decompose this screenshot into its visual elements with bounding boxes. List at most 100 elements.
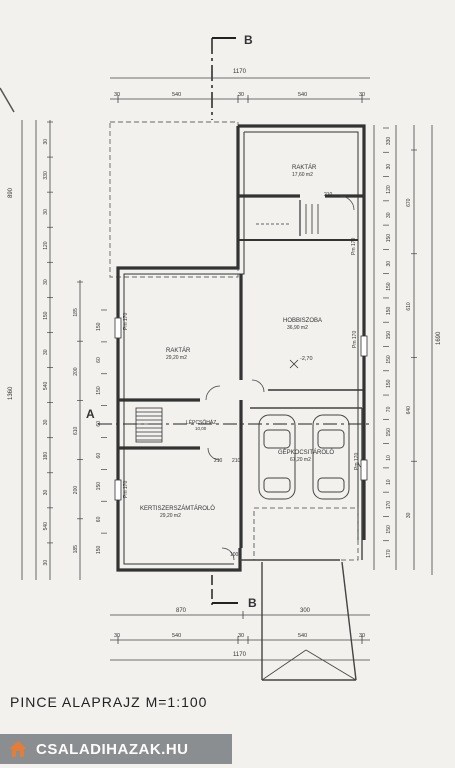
dim-left-col1-7: 540	[43, 382, 49, 391]
dim-left-sill-0: 150	[96, 322, 102, 331]
pm-label-3: Pm 170	[354, 453, 360, 470]
dim-right-col2-0: 670	[406, 198, 412, 207]
dim-right-col1-2: 120	[386, 185, 392, 194]
dim-left-sill-5: 150	[96, 482, 102, 491]
dim-left-outer-a: 890	[8, 187, 14, 198]
section-b-label-bottom: B	[248, 596, 257, 610]
dim-top-part-0: 30	[114, 92, 120, 98]
dim-bottom-part-1: 540	[172, 633, 181, 639]
dim-left-col1-12: 30	[43, 560, 49, 566]
dim-bottom-a: 870	[176, 608, 187, 614]
pm-label-1: Pm 170	[123, 481, 129, 498]
dim-top-part-2: 30	[238, 92, 244, 98]
dim-right-col1-17: 170	[386, 549, 392, 558]
house-logo-icon	[8, 739, 28, 759]
room-area-0: 17,60 m2	[292, 172, 313, 178]
dim-left-col1-0: 30	[43, 139, 49, 145]
dim-right-col2-3: 30	[406, 512, 412, 518]
dim-bottom-part-2: 30	[238, 633, 244, 639]
dim-right-col1-0: 330	[386, 137, 392, 146]
dim-right-col1-11: 70	[386, 406, 392, 412]
door-mark-2: 100	[230, 552, 239, 558]
walls	[116, 124, 366, 572]
dim-top-part-1: 540	[172, 92, 181, 98]
door-swings	[205, 195, 367, 561]
dim-right-col2-2: 640	[406, 406, 412, 415]
dim-left-col2-1: 200	[73, 367, 79, 376]
dim-left-sill-1: 60	[96, 357, 102, 363]
dim-right-col1-15: 170	[386, 501, 392, 510]
dim-right-outer: 1690	[436, 331, 442, 345]
dim-bottom-part-0: 30	[114, 633, 120, 639]
dim-right-col1-10: 150	[386, 379, 392, 388]
dim-right-col1-6: 150	[386, 282, 392, 291]
room-area-3: 10,00	[195, 426, 207, 431]
dim-right-col1-8: 150	[386, 331, 392, 340]
dim-top-total: 1170	[233, 69, 247, 75]
pm-label-4: Pm 170	[351, 238, 357, 255]
dim-right-col1-group: 3303012030150301501501501501507015010101…	[383, 127, 392, 558]
room-area-4: 67,20 m2	[290, 457, 311, 463]
dim-left-col1-3: 120	[43, 241, 49, 250]
dim-top-part-3: 540	[298, 92, 307, 98]
dim-top-part-4: 30	[359, 92, 365, 98]
plan-caption: PINCE ALAPRAJZ M=1:100	[10, 694, 208, 710]
garage-ramp	[240, 407, 363, 681]
section-b-label-top: B	[244, 33, 253, 47]
window-markers	[114, 317, 368, 501]
room-name-0: RAKTÁR	[292, 164, 317, 171]
dim-left-col1-9: 180	[43, 452, 49, 461]
upper-stair	[256, 204, 319, 234]
door-mark-1: 210	[232, 458, 241, 464]
dim-right-col1-7: 150	[386, 307, 392, 316]
dim-left-sill-3: 60	[96, 421, 102, 427]
dim-left-col2-3: 200	[73, 486, 79, 495]
level-label: -2,70	[300, 356, 313, 362]
dim-left-sills-group: 150 60 150 60 60 150 60 150	[96, 309, 107, 555]
dim-bottom-total: 1170	[233, 652, 247, 658]
dim-right-col1-4: 150	[386, 234, 392, 243]
room-area-2: 29,20 m2	[166, 355, 187, 361]
room-name-2: RAKTÁR	[166, 347, 191, 354]
pm-label-2: Pm 170	[352, 331, 358, 348]
dim-left-col1-6: 30	[43, 349, 49, 355]
dim-right-col1-1: 30	[386, 164, 392, 170]
room-name-1: HOBBISZOBA	[283, 318, 322, 324]
dim-left-col2-2: 610	[73, 426, 79, 435]
dim-bottom-part-3: 540	[298, 633, 307, 639]
car-right	[312, 414, 350, 500]
dim-left-sill-6: 60	[96, 516, 102, 522]
dim-left-col2-4: 185	[73, 545, 79, 554]
dim-right-col1-12: 150	[386, 428, 392, 437]
dim-right-col1-16: 150	[386, 525, 392, 534]
dim-left-col1-1: 330	[43, 171, 49, 180]
dim-left-sill-2: 150	[96, 386, 102, 395]
door-mark-0: 210	[214, 458, 223, 464]
pm-label-0: Pm 170	[123, 313, 129, 330]
dim-right-col1-9: 150	[386, 355, 392, 364]
watermark-text: CSALADIHAZAK.HU	[36, 740, 189, 758]
car-left	[258, 414, 296, 500]
room-name-4: GÉPKOCSITÁROLÓ	[278, 449, 334, 456]
dim-left-sill-4: 60	[96, 453, 102, 459]
room-area-1: 36,90 m2	[287, 325, 308, 331]
room-name-3: LÉPCSŐHÁZ	[186, 419, 216, 426]
dim-left-sill-7: 150	[96, 546, 102, 555]
margin-mark	[0, 87, 15, 113]
dim-right-col2-1: 610	[406, 302, 412, 311]
room-name-5: KERTISZERSZÁMTÁROLÓ	[140, 505, 215, 512]
watermark-logo: CSALADIHAZAK.HU	[0, 734, 232, 764]
dim-ticks-bottom	[117, 636, 363, 644]
dim-left-col1-8: 30	[43, 419, 49, 425]
staircase	[135, 407, 163, 443]
dim-ticks-top	[117, 95, 363, 103]
dim-left-col1-4: 30	[43, 279, 49, 285]
dim-right-col2-group: 670 610 640 30	[406, 149, 417, 518]
dim-left-col1-5: 150	[43, 311, 49, 320]
dim-right-col1-14: 10	[386, 479, 392, 485]
dim-right-col1-5: 30	[386, 261, 392, 267]
dim-left-col1-10: 30	[43, 490, 49, 496]
dim-left-outer-b: 1360	[8, 386, 14, 400]
